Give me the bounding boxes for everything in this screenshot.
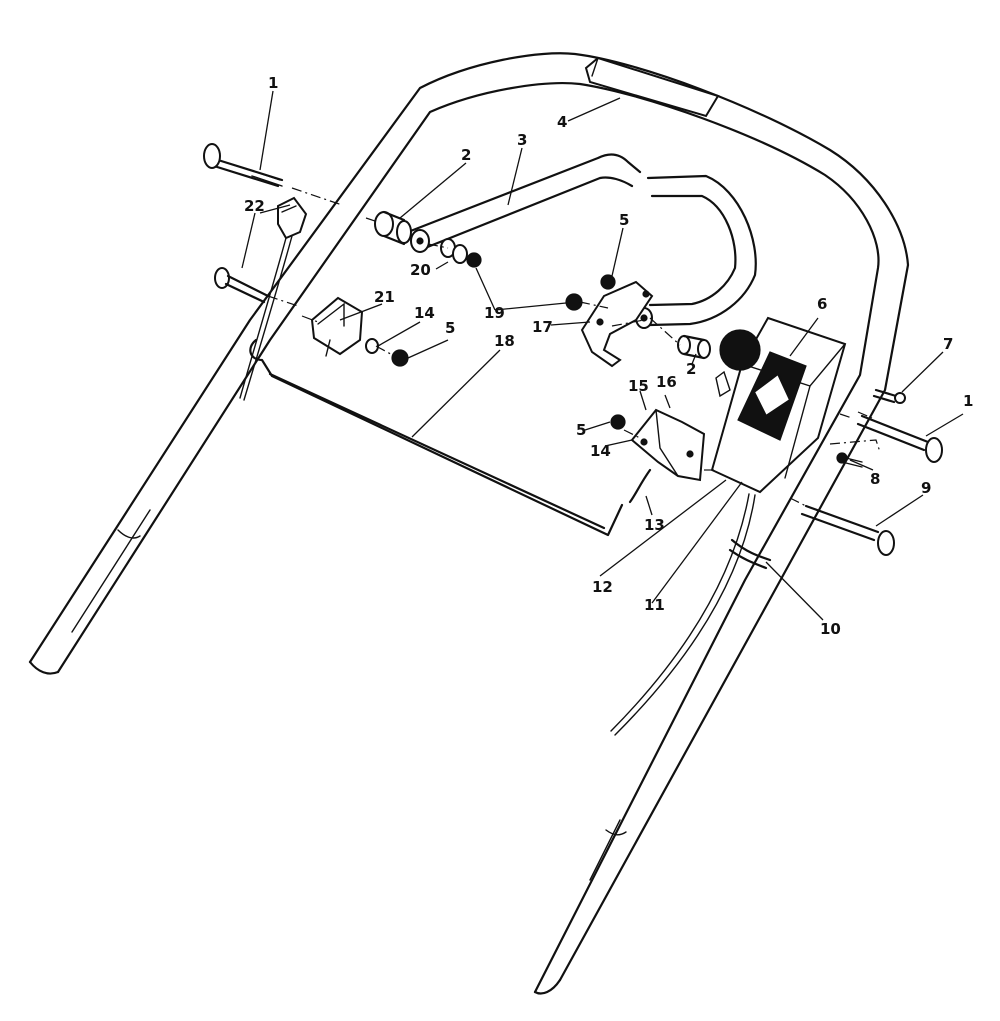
spacer-2-lower — [677, 334, 711, 360]
callout-4: 4 — [557, 113, 567, 131]
screw-7 — [872, 388, 906, 404]
switch-housing — [630, 408, 706, 482]
callout-19: 19 — [484, 304, 505, 322]
bolt-22 — [214, 267, 270, 304]
callout-14-lower: 14 — [590, 442, 611, 460]
callout-21: 21 — [374, 288, 395, 306]
callouts: 1 2 3 4 5 22 20 21 19 17 14 5 18 6 2 7 1… — [244, 74, 973, 638]
cable-right — [614, 494, 756, 736]
leader-lines — [241, 90, 964, 621]
cable-clip — [277, 196, 308, 240]
callout-5-lower: 5 — [576, 421, 586, 439]
throttle-knob — [719, 329, 761, 371]
callout-18: 18 — [494, 332, 515, 350]
nut-5-upper — [600, 274, 616, 290]
callout-13: 13 — [644, 516, 665, 534]
alignment-lines — [267, 187, 881, 507]
cable-bracket — [310, 296, 364, 357]
callout-15: 15 — [628, 377, 649, 395]
callout-16: 16 — [656, 373, 677, 391]
wire-13 — [628, 468, 652, 504]
bolt-upper-left — [203, 143, 284, 188]
nut-19 — [565, 293, 583, 311]
handle-tube — [28, 52, 910, 995]
callout-1-upper-left: 1 — [268, 74, 278, 92]
callout-17: 17 — [532, 318, 553, 336]
callout-12: 12 — [592, 578, 613, 596]
throttle-control — [710, 316, 847, 494]
callout-11: 11 — [644, 596, 665, 614]
callout-5-upper: 5 — [619, 211, 629, 229]
control-rod — [249, 338, 624, 537]
callout-5-middle: 5 — [445, 319, 455, 337]
callout-3: 3 — [517, 131, 527, 149]
callout-1-right: 1 — [963, 392, 973, 410]
brake-bracket — [580, 280, 654, 368]
callout-2-lower: 2 — [686, 360, 696, 378]
callout-7: 7 — [943, 335, 953, 353]
spacer-2-upper — [374, 210, 412, 246]
callout-2-upper: 2 — [461, 146, 471, 164]
callout-10: 10 — [820, 620, 841, 638]
callout-20: 20 — [410, 261, 431, 279]
bolt-9 — [800, 504, 895, 556]
callout-6: 6 — [817, 295, 827, 313]
nut-8 — [836, 452, 863, 468]
grip-pad — [584, 56, 720, 118]
bolt-1-right — [856, 414, 943, 463]
callout-22: 22 — [244, 197, 265, 215]
callout-8: 8 — [870, 470, 880, 488]
cable-left — [243, 235, 293, 401]
cable-tie — [728, 538, 772, 570]
nut-5-lower — [610, 414, 626, 430]
callout-14-upper: 14 — [414, 304, 435, 322]
callout-9: 9 — [921, 479, 931, 497]
